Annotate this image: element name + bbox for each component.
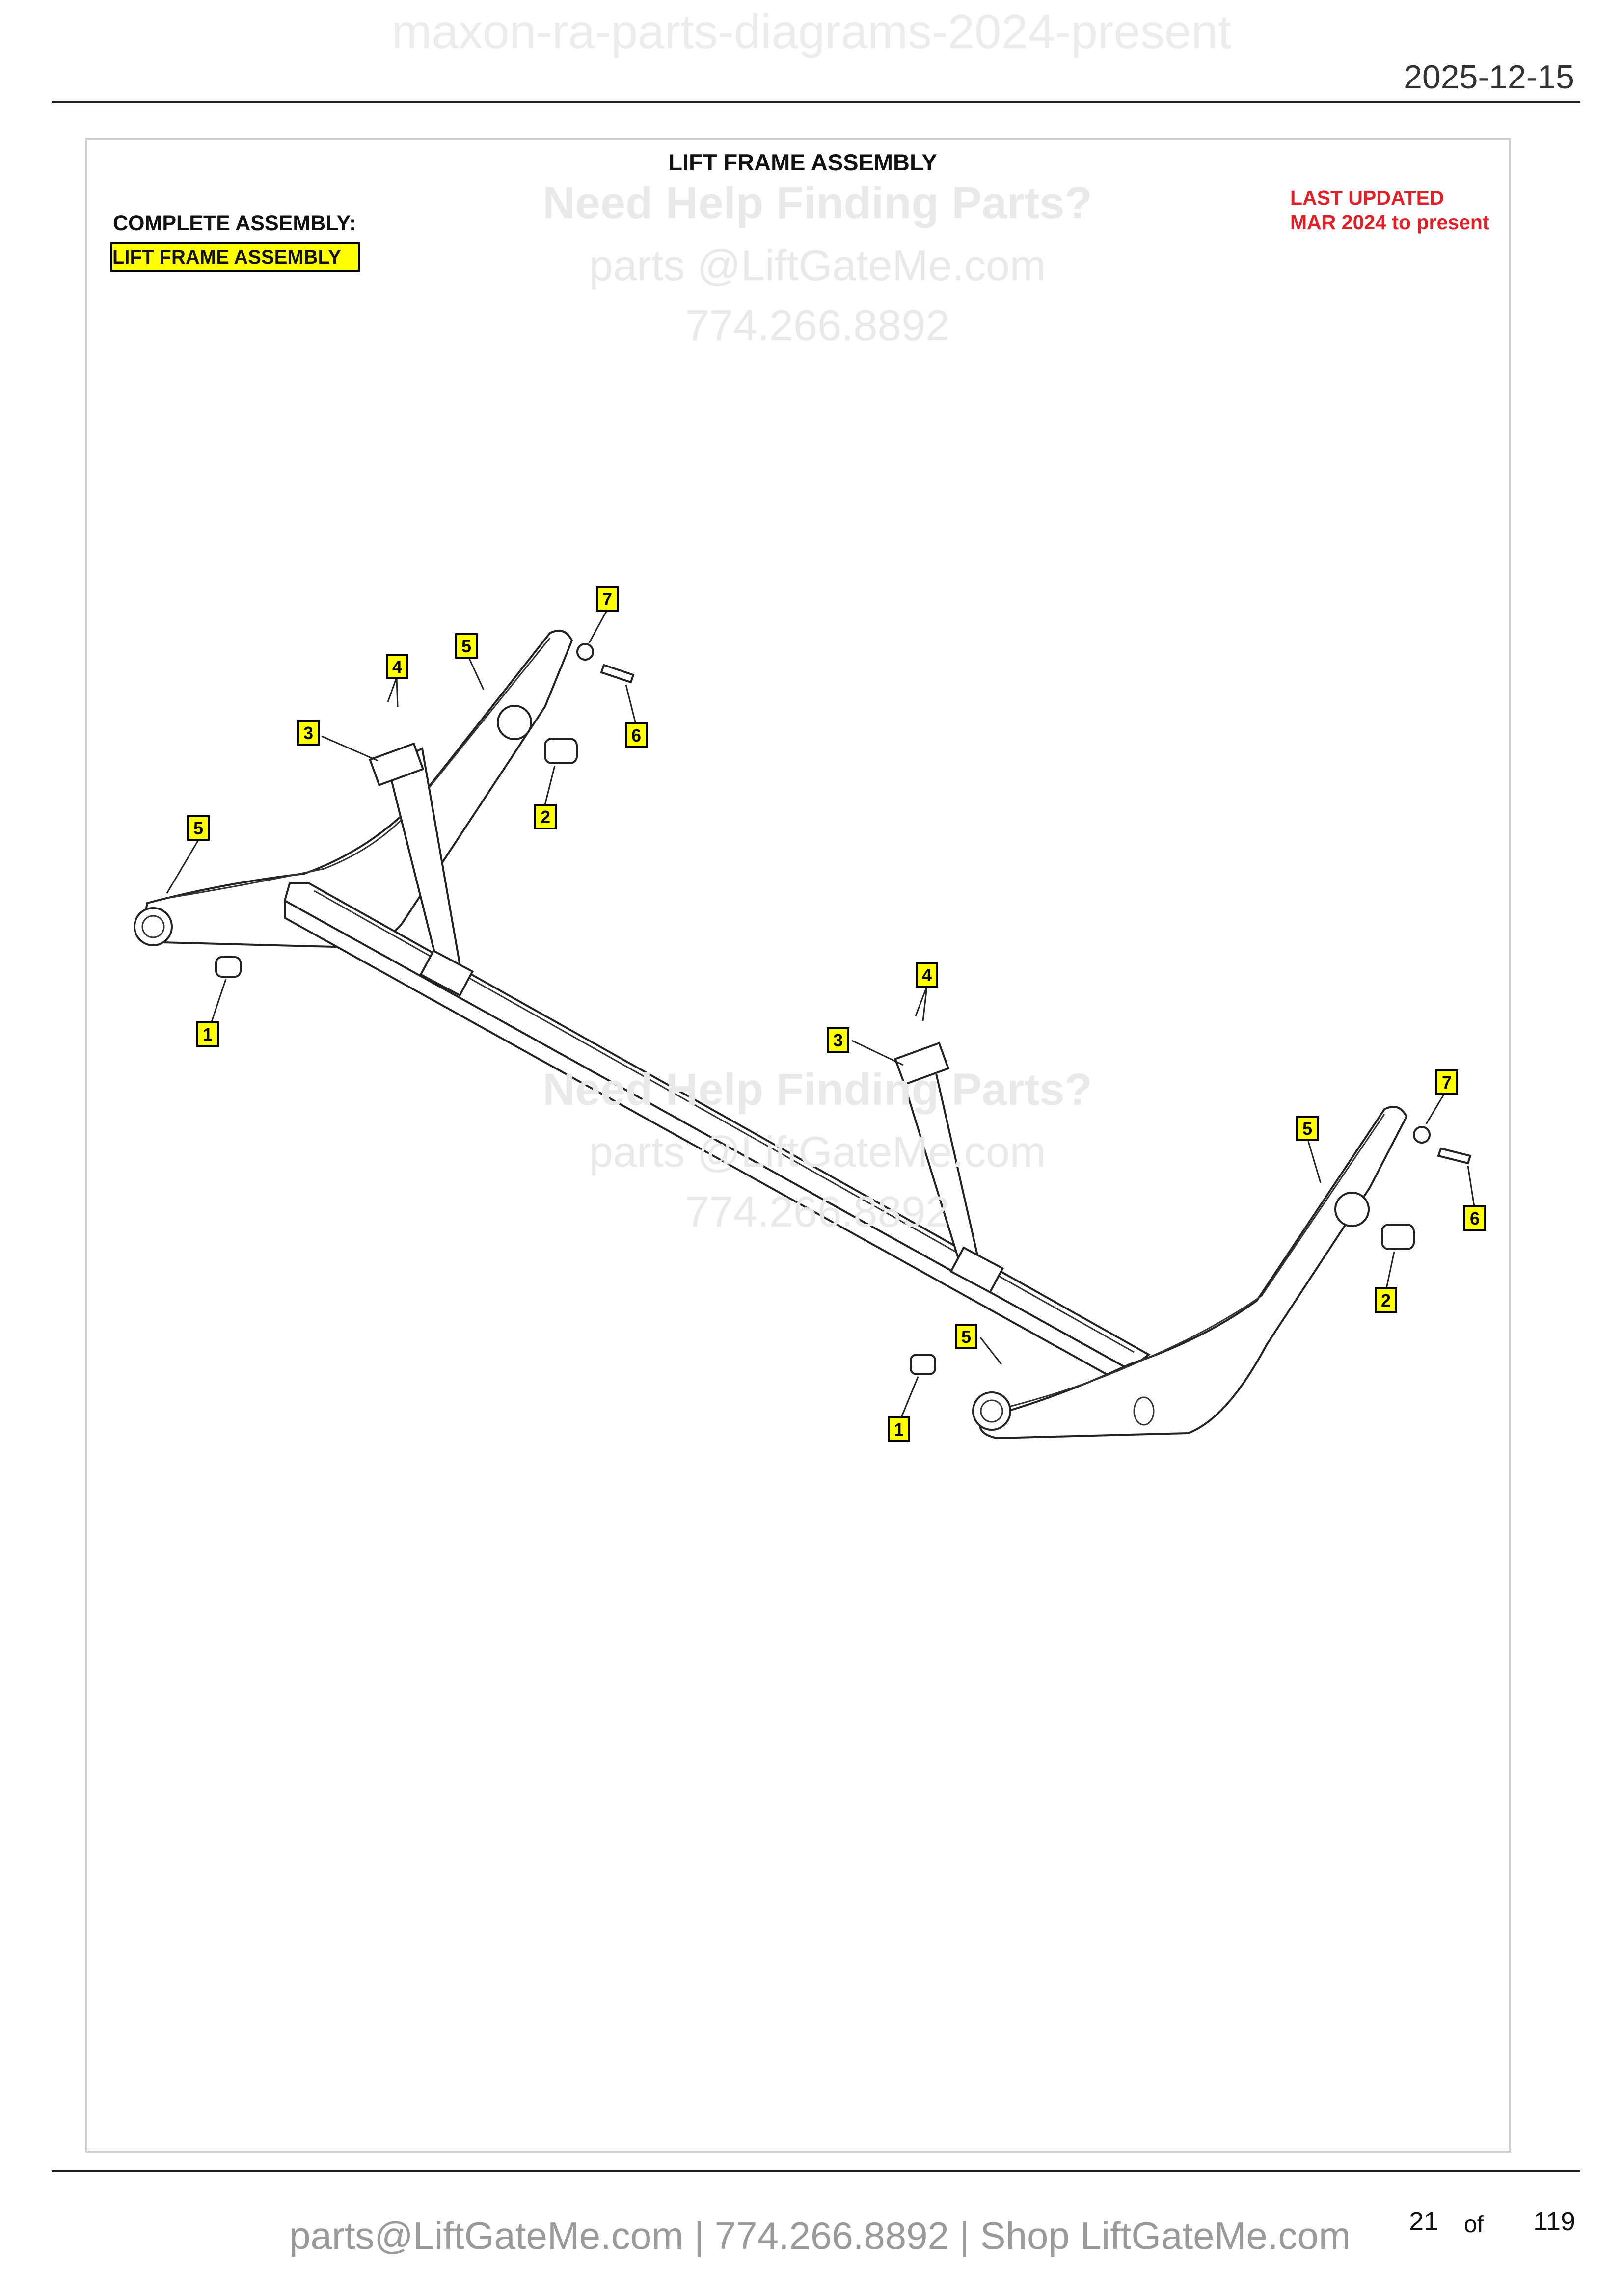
footer-contact[interactable]: parts@LiftGateMe.com | 774.266.8892 | Sh… — [289, 2214, 1351, 2257]
callout-7-right: 7 — [1435, 1069, 1458, 1095]
help-watermark-headline-2: Need Help Finding Parts? — [542, 1065, 1092, 1115]
callout-1-right: 1 — [888, 1416, 910, 1442]
callout-7-right-label: 7 — [1442, 1072, 1452, 1093]
right-nut — [1413, 1126, 1431, 1144]
page-total: 119 — [1533, 2207, 1576, 2236]
right-pivot-bushing — [910, 1354, 936, 1375]
footer-divider — [52, 2170, 1580, 2172]
callout-6-right: 6 — [1463, 1205, 1486, 1231]
callout-3-left-label: 3 — [303, 723, 313, 743]
left-pin-bolt — [600, 664, 635, 684]
page-of: of — [1464, 2212, 1484, 2238]
callout-4-right-label: 4 — [922, 965, 932, 985]
callout-3-right-label: 3 — [833, 1030, 843, 1050]
callout-1-left-label: 1 — [203, 1024, 213, 1044]
callout-7-left: 7 — [596, 586, 619, 612]
left-pivot-eye — [134, 907, 173, 946]
callout-3-left: 3 — [297, 720, 320, 746]
callout-4-left: 4 — [386, 654, 408, 679]
help-watermark-phone-2: 774.266.8892 — [685, 1187, 950, 1236]
left-arm — [144, 630, 573, 949]
last-updated-label: LAST UPDATED — [1290, 187, 1444, 209]
help-watermark-headline: Need Help Finding Parts? — [542, 178, 1092, 228]
help-watermark-phone: 774.266.8892 — [685, 301, 950, 349]
left-pivot-bushing — [215, 956, 242, 978]
document-date: 2025-12-15 — [1404, 58, 1574, 96]
callout-4-right: 4 — [916, 962, 938, 988]
right-upper-bushing — [1381, 1224, 1415, 1250]
right-pin-bolt — [1437, 1147, 1472, 1165]
callout-2-right: 2 — [1375, 1287, 1397, 1313]
right-brace-plate — [894, 1041, 950, 1086]
callout-5-left-upper-label: 5 — [461, 636, 471, 656]
complete-assembly-link[interactable]: LIFT FRAME ASSEMBLY — [110, 242, 360, 272]
left-upper-bushing — [544, 738, 578, 764]
callout-5-right-upper: 5 — [1296, 1116, 1319, 1141]
sheet-title: LIFT FRAME ASSEMBLY — [668, 149, 937, 175]
last-updated-value: MAR 2024 to present — [1290, 211, 1489, 234]
callout-1-left: 1 — [196, 1021, 219, 1047]
callout-6-left: 6 — [625, 722, 648, 748]
right-upper-eye — [1334, 1192, 1370, 1227]
callout-3-right: 3 — [827, 1027, 849, 1053]
callout-5-left-lower-label: 5 — [193, 818, 203, 838]
callout-6-left-label: 6 — [631, 725, 641, 746]
callout-7-left-label: 7 — [602, 589, 612, 609]
callout-5-left-upper: 5 — [455, 633, 478, 659]
callout-5-right-lower: 5 — [955, 1324, 977, 1349]
callout-5-left-lower: 5 — [187, 815, 210, 841]
left-brace-plate — [369, 742, 425, 786]
page-number: 21 — [1409, 2207, 1439, 2236]
left-upper-eye — [497, 705, 532, 740]
callout-2-left: 2 — [534, 804, 557, 829]
document-watermark: maxon-ra-parts-diagrams-2024-present — [391, 4, 1232, 58]
callout-1-right-label: 1 — [894, 1419, 904, 1440]
help-watermark-email: parts @LiftGateMe.com — [589, 241, 1046, 290]
complete-assembly-label: COMPLETE ASSEMBLY: — [113, 212, 356, 235]
callout-5-right-upper-label: 5 — [1302, 1119, 1312, 1139]
callout-5-right-lower-label: 5 — [961, 1327, 971, 1347]
right-pivot-eye — [972, 1391, 1011, 1431]
drawing-frame — [85, 138, 1511, 2153]
left-nut — [576, 643, 594, 661]
callout-6-right-label: 6 — [1470, 1208, 1480, 1228]
cross-tube — [283, 882, 1151, 1371]
help-watermark-email-2: parts @LiftGateMe.com — [589, 1127, 1046, 1176]
callout-4-left-label: 4 — [392, 657, 402, 677]
header-divider — [52, 101, 1580, 103]
callout-2-left-label: 2 — [541, 807, 550, 827]
callout-2-right-label: 2 — [1381, 1290, 1391, 1310]
